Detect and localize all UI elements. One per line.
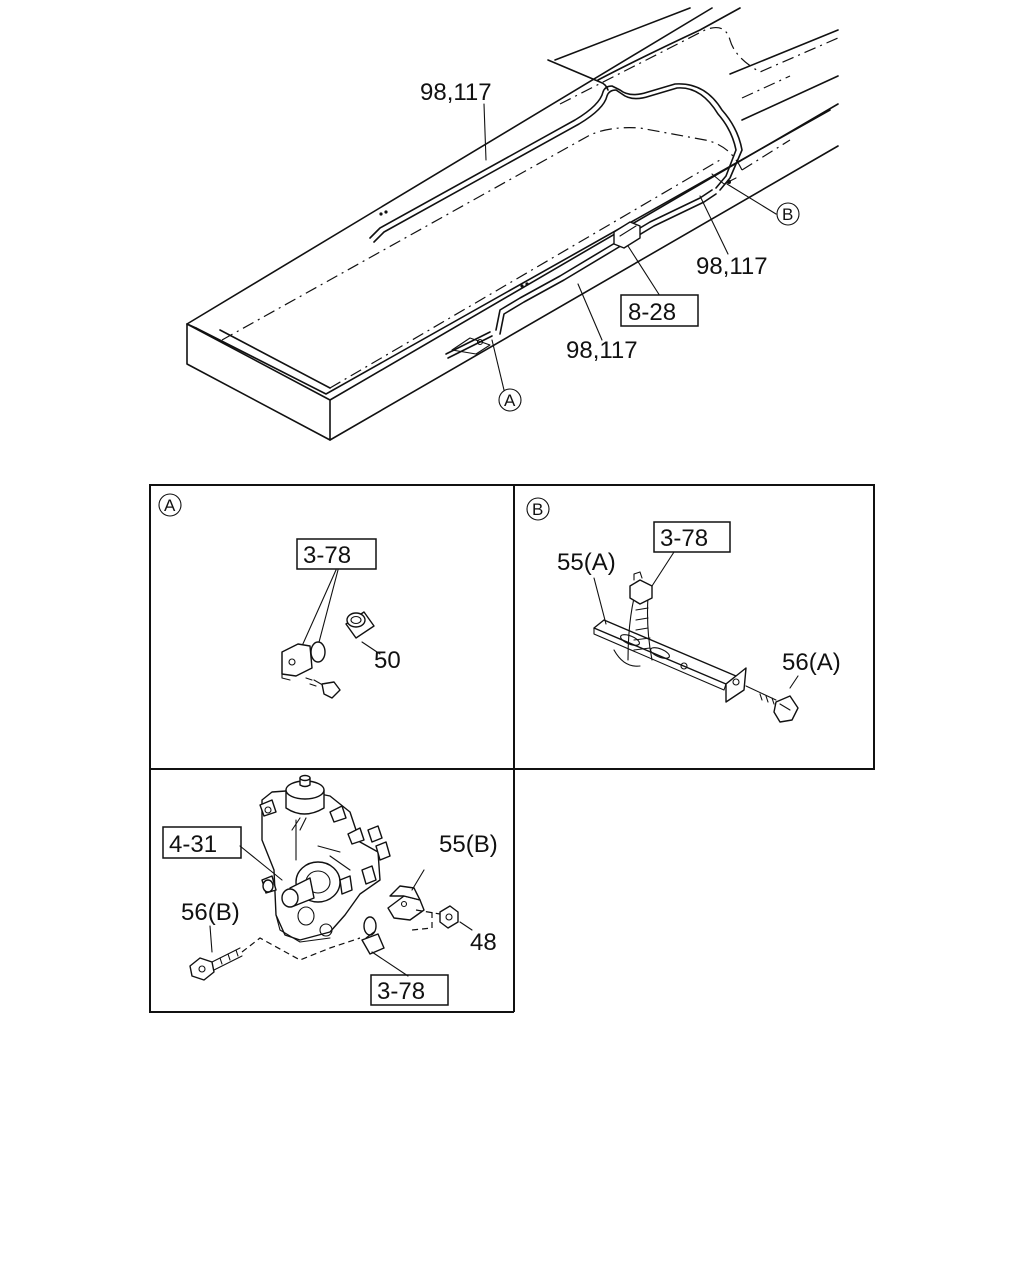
pipe-label-lower: 98,117 <box>566 337 638 364</box>
fuel-pipe-drawing <box>369 59 743 359</box>
part-label-55b: 55(B) <box>439 831 498 858</box>
part-label-48: 48 <box>470 929 497 956</box>
svg-text:B: B <box>782 205 793 224</box>
detail-a-circle[interactable]: A <box>158 493 182 517</box>
part-label-56b: 56(B) <box>181 899 240 926</box>
detail-c-ref-box-pump[interactable]: 4-31 <box>162 826 242 859</box>
svg-text:A: A <box>164 496 176 515</box>
callout-circle-a-main[interactable]: A <box>498 388 522 412</box>
pipe-label-right: 98,117 <box>696 253 768 280</box>
detail-c-hardware-drawing <box>189 845 473 981</box>
detail-b-bracket-drawing <box>593 551 799 723</box>
svg-text:A: A <box>504 391 516 410</box>
detail-b-circle[interactable]: B <box>526 497 550 521</box>
chassis-frame-drawing <box>186 7 839 441</box>
svg-text:3-78: 3-78 <box>377 978 425 1005</box>
detail-a-ref-box[interactable]: 3-78 <box>296 538 377 570</box>
callout-circle-b-main[interactable]: B <box>776 202 800 226</box>
detail-a-connector-drawing <box>281 569 381 699</box>
injection-pump-drawing <box>259 774 391 943</box>
detail-b-ref-box[interactable]: 3-78 <box>653 521 731 553</box>
part-label-56a: 56(A) <box>782 649 841 676</box>
main-leader-lines <box>483 103 777 391</box>
pipe-label-upper: 98,117 <box>420 79 492 106</box>
part-label-50: 50 <box>374 647 401 674</box>
svg-text:3-78: 3-78 <box>303 542 351 569</box>
svg-text:4-31: 4-31 <box>169 831 217 858</box>
svg-text:8-28: 8-28 <box>628 299 676 326</box>
ref-box-connector-main[interactable]: 8-28 <box>620 294 699 327</box>
part-label-55a: 55(A) <box>557 549 616 576</box>
detail-c-ref-box-connector[interactable]: 3-78 <box>370 974 449 1006</box>
svg-text:3-78: 3-78 <box>660 525 708 552</box>
detail-frames <box>149 484 875 1013</box>
svg-text:B: B <box>532 500 543 519</box>
